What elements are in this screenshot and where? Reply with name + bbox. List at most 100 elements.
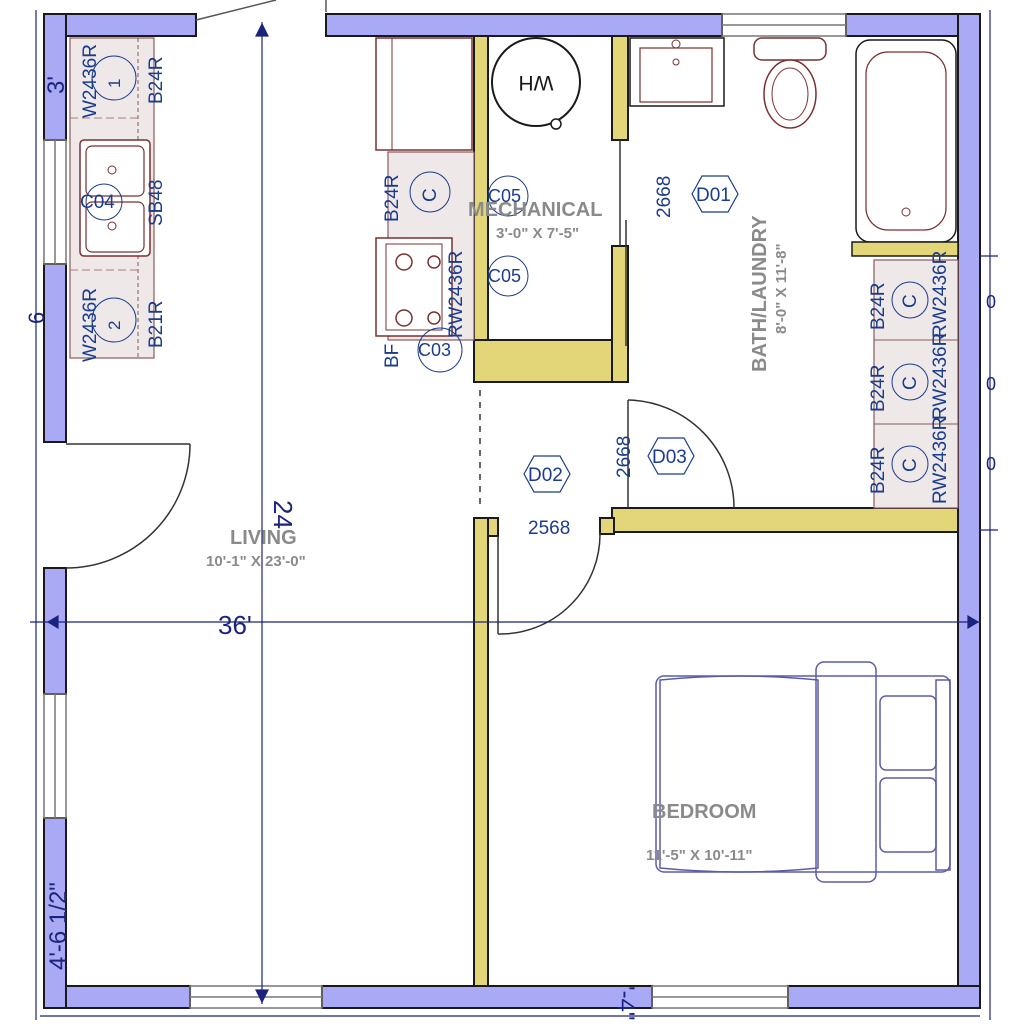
toilet-bowl [763, 59, 817, 129]
bath-w2436r-3: RW2436R [930, 417, 951, 504]
bath-faucet [671, 39, 681, 49]
bed-frame [655, 675, 951, 873]
wall-bottom-center [321, 985, 653, 1009]
kitchen-center: B24R C RW2436R BF C03 C05 C05 [375, 37, 529, 373]
cabinet-label-num-1: 1 [105, 79, 124, 88]
cabinet-label-w2436r-mid: RW2436R [446, 251, 467, 338]
laundry-counter [873, 259, 959, 509]
c05-low-tag-circle [487, 255, 529, 297]
dim-height-arrow-bottom [255, 989, 269, 1004]
cabinet-tag-circle-2 [91, 297, 137, 343]
bed [655, 661, 951, 883]
d02-hexagon [523, 455, 571, 493]
wall-top-center [325, 13, 723, 37]
bath-fixtures: B24R B24R B24R C C C RW2436R RW2436R RW2… [629, 37, 959, 509]
bath-w2436r-1: RW2436R [930, 251, 951, 338]
c03-tag-circle [417, 327, 463, 373]
dim-left-partial-label: 6 [24, 312, 49, 324]
d03-door-swing [627, 399, 735, 509]
cabinet-tag-circle-1 [91, 55, 137, 101]
cabinet-label-b24r-mid: B24R [382, 174, 403, 222]
bathtub-faucet [901, 207, 911, 217]
edge-label-2: 0 [986, 374, 996, 394]
cabinet-label-num-2: 2 [105, 321, 124, 330]
room-size-bedroom: 11'-5" X 10'-11" [646, 847, 752, 864]
tub-wall [851, 241, 959, 257]
dim-bottom-partial-label: '-4" [612, 986, 639, 1020]
wall-center-lower [473, 517, 489, 987]
c04-tag-circle [85, 183, 123, 221]
dim-height-arrow-top [255, 22, 269, 37]
cabinet-label-c-small: C [420, 188, 441, 202]
wall-mech-bottom [473, 339, 629, 383]
room-name-mechanical: MECHANICAL [468, 199, 602, 221]
wall-center-jamb [487, 517, 499, 537]
room-name-bath: BATH/LAUNDRY [749, 215, 771, 372]
laundry-tag-circle-1 [891, 281, 929, 319]
water-heater [491, 37, 581, 127]
windows [43, 13, 847, 1009]
bath-b24r-3: B24R [868, 446, 889, 494]
bed-end [935, 679, 951, 871]
entry-door [195, 0, 327, 21]
d02-door-swing [497, 531, 601, 635]
bed-pillow-1 [879, 695, 937, 771]
d03-size: 2668 [614, 436, 635, 478]
interior-walls [473, 35, 959, 987]
kitchen-sink-drain-2 [107, 221, 117, 231]
interior-doors [65, 140, 735, 635]
kitchen-sink-basin-1 [85, 145, 145, 197]
bath-w2436r-2: RW2436R [930, 333, 951, 420]
room-size-living: 10'-1" X 23'-0" [206, 553, 306, 570]
burner-2 [395, 309, 413, 327]
cabinet-label-b21r: B21R [146, 300, 167, 348]
bath-b24r-1: B24R [868, 282, 889, 330]
toilet-bowl-inner [771, 67, 809, 121]
wall-left-3 [43, 567, 67, 695]
edge-label-1: 0 [986, 292, 996, 312]
cabinet-label-c04: C04 [80, 192, 115, 213]
wall-left-2 [43, 263, 67, 443]
bath-sink-basin [639, 47, 713, 103]
cabinet-label-w2436r-top: W2436R [80, 44, 101, 118]
d02-size: 2568 [528, 518, 570, 539]
laundry-tag-circle-2 [891, 363, 929, 401]
cabinet-label-sb48: SB48 [146, 180, 167, 226]
d01-tag: D01 [696, 185, 731, 206]
bed-blanket [659, 675, 819, 873]
dim-height-label: 24' [268, 500, 298, 534]
burner-3 [427, 255, 441, 269]
d03-tag: D03 [652, 447, 687, 468]
living-door-swing [65, 443, 191, 569]
edge-label-3: 0 [986, 454, 996, 474]
room-size-bath: 8'-0" X 11'-8" [773, 243, 790, 334]
fridge [375, 37, 473, 151]
mechanical-room: WH [491, 37, 581, 130]
range-top [385, 243, 443, 331]
cabinet-label-c03: C03 [418, 340, 451, 360]
wall-bedroom-top [611, 507, 959, 533]
dimension-lines [30, 10, 998, 1020]
bath-b24r-2: B24R [868, 364, 889, 412]
dim-width-label: 36' [218, 610, 252, 640]
wall-bottom-right [787, 985, 981, 1009]
d02-tag: D02 [528, 465, 563, 486]
range [375, 237, 453, 337]
bed-pillow-2 [879, 777, 937, 853]
cabinet-label-b24r-top: B24R [146, 56, 167, 104]
dim-width-arrow-left [46, 614, 59, 630]
burner-4 [427, 311, 441, 325]
door-tags [523, 175, 739, 493]
kitchen-sink-basin-2 [85, 201, 145, 253]
cabinet-label-bf: BF [382, 344, 403, 368]
cabinet-label-w2436r-low: W2436R [80, 288, 101, 362]
cabinet-label-c05-low: C05 [488, 266, 521, 286]
wall-mech-stub [611, 35, 629, 141]
cabinet-label-c05-top: C05 [488, 186, 521, 206]
bed-headboard [815, 661, 877, 883]
kitchen-left: W2436R 1 B24R C04 SB48 W2436R 2 B21R [69, 37, 167, 362]
c-tag-circle [409, 171, 451, 213]
room-name-bedroom: BEDROOM [652, 801, 756, 823]
bath-c-3: C [900, 458, 921, 472]
